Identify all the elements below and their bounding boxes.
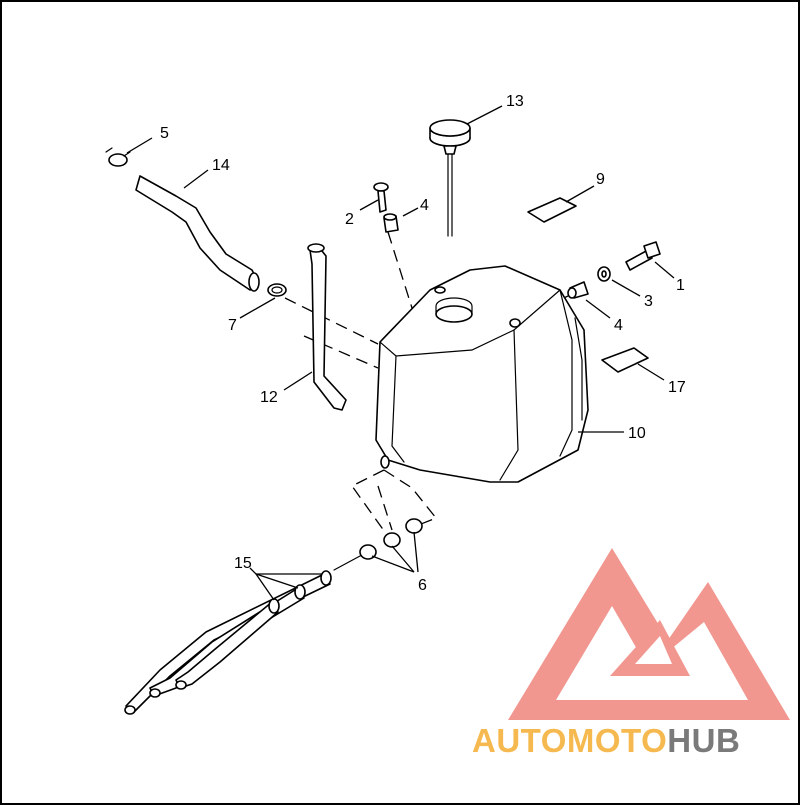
callout-17: 17 xyxy=(668,379,686,396)
callout-13: 13 xyxy=(506,93,524,110)
hose-12 xyxy=(307,243,347,411)
bolt-right xyxy=(625,241,661,271)
decal-17 xyxy=(601,347,649,373)
logo-brand-part1: AUTOMOTO xyxy=(472,722,667,759)
oil-tank xyxy=(375,265,589,483)
callout-12: 12 xyxy=(260,389,278,406)
decal-9 xyxy=(527,197,577,223)
callout-4-upper: 4 xyxy=(420,197,429,214)
spacer-right xyxy=(567,281,589,299)
dipstick-cap xyxy=(429,119,471,237)
callout-3: 3 xyxy=(644,293,653,310)
callout-5: 5 xyxy=(160,125,169,142)
leader-lines xyxy=(126,105,675,601)
callout-1: 1 xyxy=(676,277,685,294)
oil-lines-15 xyxy=(124,555,361,715)
washer-right xyxy=(597,266,611,282)
callout-9: 9 xyxy=(596,171,605,188)
hose-clamp-5 xyxy=(105,147,131,167)
callout-14: 14 xyxy=(212,157,230,174)
logo-brand-part2: HUB xyxy=(667,722,740,759)
callout-4-right: 4 xyxy=(614,317,623,334)
screw-upper xyxy=(373,182,389,213)
callout-2: 2 xyxy=(345,211,354,228)
vent-hose-14 xyxy=(135,175,260,292)
watermark-logo: AUTOMOTOHUB xyxy=(472,548,790,759)
callout-7: 7 xyxy=(228,317,237,334)
callout-labels: 1 2 3 4 4 5 6 7 9 10 12 13 14 15 17 xyxy=(160,93,686,594)
callout-10: 10 xyxy=(628,425,646,442)
callout-6: 6 xyxy=(418,577,427,594)
logo-triangle-icon xyxy=(508,548,790,720)
hose-clamps-6 xyxy=(359,518,423,560)
callout-15: 15 xyxy=(234,555,252,572)
spacer-upper xyxy=(383,213,399,233)
hose-clamp-7 xyxy=(267,283,287,297)
logo-brand-text: AUTOMOTOHUB xyxy=(472,722,740,759)
